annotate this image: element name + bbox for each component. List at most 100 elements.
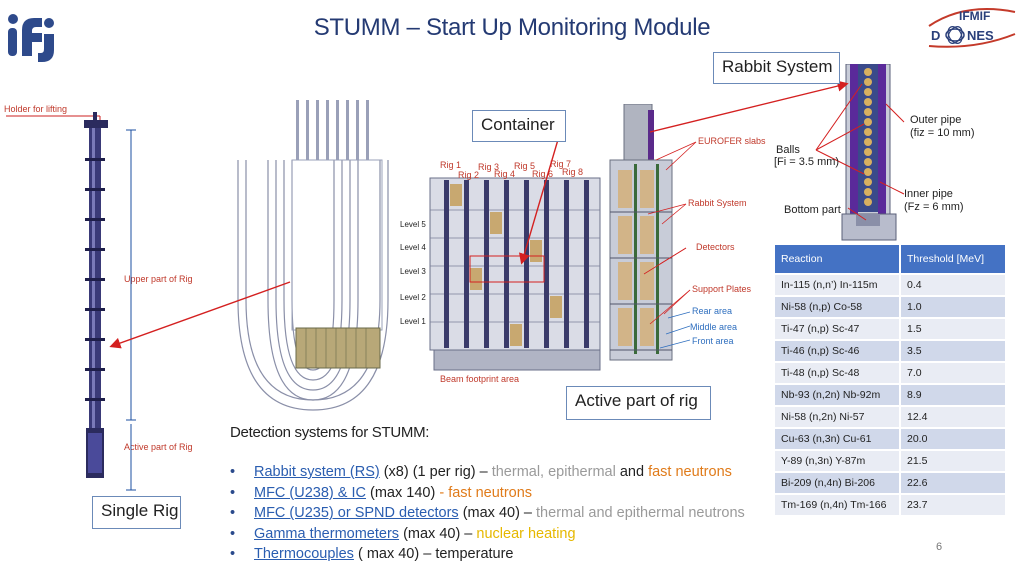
rabbit-system-diag-label: Rabbit System xyxy=(688,198,747,208)
dones-right-text: NES xyxy=(967,28,994,43)
detector-detail: (max 40) – xyxy=(399,525,477,542)
detection-title: Detection systems for STUMM: xyxy=(230,424,430,441)
balls-fi-label: [Fi = 3.5 mm) xyxy=(774,156,840,168)
level-1-label: Level 1 xyxy=(400,317,426,326)
reaction-cell: In-115 (n,n’) In-115m xyxy=(775,273,901,296)
reaction-cell: Ni-58 (n,p) Co-58 xyxy=(775,295,901,318)
active-part-diagram: EUROFER slabs Rabbit System Detectors Su… xyxy=(600,104,770,380)
detector-detail: ( max 40) – temperature xyxy=(353,546,514,563)
rig-6-label: Rig 6 xyxy=(532,169,554,179)
detectors-label: Detectors xyxy=(696,242,735,252)
rabbit-system-diagram: Outer pipe (fiz = 10 mm) Balls [Fi = 3.5… xyxy=(774,64,982,244)
threshold-cell: 23.7 xyxy=(900,493,1007,515)
list-item: Gamma thermometers (max 40) – nuclear he… xyxy=(230,524,745,545)
detector-detail: (max 140) xyxy=(366,484,440,501)
ifj-logo xyxy=(8,14,54,62)
threshold-cell: 1.5 xyxy=(900,317,1007,340)
active-part-label: Active part of Rig xyxy=(124,442,193,452)
threshold-cell: 22.6 xyxy=(900,471,1007,494)
page-number: 6 xyxy=(936,541,943,553)
threshold-cell: 21.5 xyxy=(900,449,1007,472)
detector-highlight: - fast neutrons xyxy=(439,484,533,501)
rig-8-label: Rig 8 xyxy=(562,167,584,177)
balls-label: Balls xyxy=(776,144,800,156)
outer-pipe-label: Outer pipe xyxy=(910,114,962,126)
threshold-cell: 0.4 xyxy=(900,273,1007,296)
reaction-cell: Ti-48 (n,p) Sc-48 xyxy=(775,361,901,384)
threshold-cell: 20.0 xyxy=(900,427,1007,450)
bottom-part-label: Bottom part xyxy=(784,204,841,216)
rig-7-label: Rig 7 xyxy=(550,159,572,169)
threshold-cell: 3.5 xyxy=(900,339,1007,362)
rabbit-system-label: Rabbit System xyxy=(713,52,840,84)
dones-left-text: D xyxy=(931,28,940,43)
dones-top-text: IFMIF xyxy=(959,9,990,23)
single-rig-label: Single Rig xyxy=(92,496,181,529)
reaction-cell: Cu-63 (n,3n) Cu-61 xyxy=(775,427,901,450)
detection-list: Rabbit system (RS) (x8) (1 per rig) – th… xyxy=(230,462,745,565)
detector-name: Gamma thermometers xyxy=(254,525,400,542)
middle-area-label: Middle area xyxy=(690,322,738,332)
reaction-cell: Nb-93 (n,2n) Nb-92m xyxy=(775,383,901,406)
detector-name: Rabbit system (RS) xyxy=(254,464,380,480)
container-grid-diagram: Rig 1 Rig 3 Rig 5 Rig 7 Rig 2 Rig 4 Rig … xyxy=(398,158,604,386)
ifmif-dones-logo: IFMIF D NES xyxy=(928,8,1016,48)
rig-4-label: Rig 4 xyxy=(494,169,516,179)
threshold-cell: 1.0 xyxy=(900,295,1007,318)
list-item: Rabbit system (RS) (x8) (1 per rig) – th… xyxy=(230,462,745,483)
detector-highlight: thermal, epithermal xyxy=(491,464,616,480)
rig-1-label: Rig 1 xyxy=(440,160,462,170)
detector-name: Thermocouples xyxy=(254,546,354,563)
reaction-header: Reaction xyxy=(775,245,901,274)
rabbit-system-drawing xyxy=(815,64,905,241)
threshold-cell: 8.9 xyxy=(900,383,1007,406)
detector-conj: and xyxy=(615,464,649,480)
single-rig-drawing xyxy=(6,112,136,491)
container-grid-drawing xyxy=(429,177,601,371)
rig-2-label: Rig 2 xyxy=(458,170,480,180)
rig-3-label: Rig 3 xyxy=(478,162,500,172)
reaction-cell: Ti-47 (n,p) Sc-47 xyxy=(775,317,901,340)
reaction-cell: Bi-209 (n,4n) Bi-206 xyxy=(775,471,901,494)
level-2-label: Level 2 xyxy=(400,293,426,302)
reaction-cell: Ti-46 (n,p) Sc-46 xyxy=(775,339,901,362)
detector-detail: (x8) (1 per rig) – xyxy=(379,464,492,480)
level-4-label: Level 4 xyxy=(400,243,426,252)
reaction-table: Reaction Threshold [MeV] In-115 (n,n’) I… xyxy=(775,245,1007,515)
threshold-header: Threshold [MeV] xyxy=(900,245,1007,274)
detector-name: MFC (U235) or SPND detectors xyxy=(254,505,459,522)
level-3-label: Level 3 xyxy=(400,267,426,276)
detector-detail: (max 40) – xyxy=(458,505,537,522)
reaction-cell: Tm-169 (n,4n) Tm-166 xyxy=(775,493,901,515)
front-area-label: Front area xyxy=(692,336,734,346)
list-item: MFC (U235) or SPND detectors (max 40) – … xyxy=(230,503,745,524)
threshold-cell: 12.4 xyxy=(900,405,1007,428)
detector-highlight: nuclear heating xyxy=(476,525,576,542)
single-rig-diagram: Holder for lifting Upper part of Rig Act… xyxy=(0,98,220,498)
container-u-drawing xyxy=(218,100,426,412)
list-item: MFC (U238) & IC (max 140) - fast neutron… xyxy=(230,483,745,504)
inner-pipe-label: Inner pipe xyxy=(904,188,953,200)
container-label: Container xyxy=(472,110,566,142)
upper-part-label: Upper part of Rig xyxy=(124,274,193,284)
support-plates-label: Support Plates xyxy=(692,284,752,294)
reaction-cell: Ni-58 (n,2n) Ni-57 xyxy=(775,405,901,428)
reaction-threshold-table: Reaction Threshold [MeV] In-115 (n,n’) I… xyxy=(775,245,1007,515)
eurofer-label: EUROFER slabs xyxy=(698,136,766,146)
outer-fiz-label: (fiz = 10 mm) xyxy=(910,127,975,139)
holder-label: Holder for lifting xyxy=(4,104,68,114)
list-item: Thermocouples ( max 40) – temperature xyxy=(230,544,745,565)
detector-highlight-2: fast neutrons xyxy=(648,464,732,480)
rear-area-label: Rear area xyxy=(692,306,733,316)
